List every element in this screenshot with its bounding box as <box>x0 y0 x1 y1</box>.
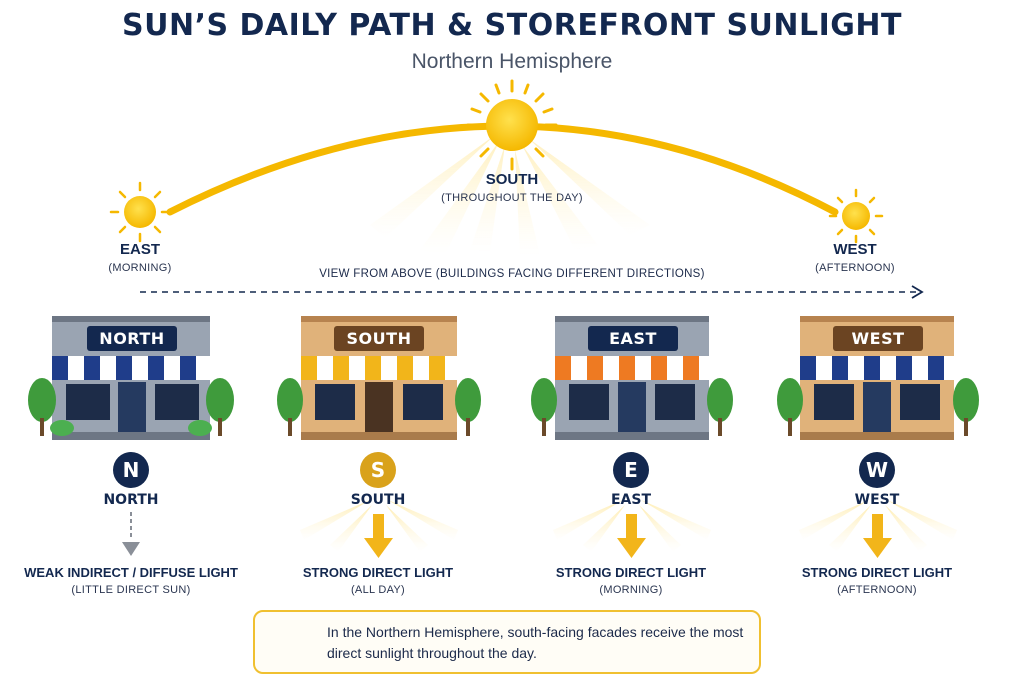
light-sub-east: (MORNING) <box>599 584 663 596</box>
page-title: SUN’S DAILY PATH & STOREFRONT SUNLIGHT <box>122 8 902 43</box>
sign-west <box>833 326 923 351</box>
light-label-north: WEAK INDIRECT / DIFFUSE LIGHT <box>24 565 238 580</box>
sign-label-east: EAST <box>609 329 657 348</box>
awning-west <box>800 356 954 380</box>
east-sun-icon <box>109 181 171 243</box>
awning-east <box>555 356 709 380</box>
tree-icon <box>777 378 803 422</box>
storefront-south <box>277 316 481 440</box>
tree-icon <box>953 378 979 422</box>
arrow-north-icon <box>122 512 140 556</box>
direction-label-north: NORTH <box>103 492 159 508</box>
sun-sub-west: (AFTERNOON) <box>815 262 895 274</box>
badge-circle-north <box>113 452 149 488</box>
badge-east: E <box>624 458 638 482</box>
tree-icon <box>206 378 234 422</box>
light-sub-south: (ALL DAY) <box>350 584 406 596</box>
tree-icon <box>277 378 303 422</box>
direction-label-east: EAST <box>610 492 652 508</box>
storefront-west <box>777 316 979 440</box>
badge-south: S <box>370 458 386 482</box>
sun-label-west: WEST <box>833 241 877 258</box>
tree-icon <box>28 378 56 422</box>
sign-east <box>588 326 678 351</box>
sign-south <box>334 326 424 351</box>
info-callout: In the Northern Hemisphere, south-facing… <box>253 610 761 674</box>
west-sun-icon <box>828 188 884 244</box>
noon-sun-beams <box>370 135 650 255</box>
sign-label-west: WEST <box>851 329 905 348</box>
sign-north <box>87 326 177 351</box>
awning-north <box>52 356 210 380</box>
sign-label-south: SOUTH <box>346 329 412 348</box>
noon-sun-icon <box>466 79 558 171</box>
badge-circle-south <box>360 452 396 488</box>
arrow-south-icon <box>364 514 393 558</box>
sun-path-diagram <box>109 79 924 299</box>
light-label-south: STRONG DIRECT LIGHT <box>302 565 454 580</box>
direction-label-west: WEST <box>854 492 900 508</box>
storefront-east <box>531 316 733 440</box>
sun-label-south: SOUTH <box>485 171 539 188</box>
sign-label-north: NORTH <box>99 329 165 348</box>
callout-text: In the Northern Hemisphere, south-facing… <box>327 624 744 661</box>
awning-south <box>301 356 457 380</box>
badge-north: N <box>122 458 140 482</box>
light-sub-north: (LITTLE DIRECT SUN) <box>71 584 191 596</box>
badge-circle-west <box>859 452 895 488</box>
light-sub-west: (AFTERNOON) <box>837 584 917 596</box>
page-subtitle: Northern Hemisphere <box>411 50 613 73</box>
arrow-east-icon <box>617 514 646 558</box>
tree-icon <box>455 378 481 422</box>
sun-sub-south: (THROUGHOUT THE DAY) <box>441 192 583 204</box>
view-from-above-label: VIEW FROM ABOVE (BUILDINGS FACING DIFFER… <box>319 268 705 280</box>
storefront-north <box>28 316 234 440</box>
light-label-west: STRONG DIRECT LIGHT <box>801 565 953 580</box>
badge-west: W <box>865 458 889 482</box>
direction-label-south: SOUTH <box>350 492 406 508</box>
beams-west <box>799 500 957 552</box>
beams-east <box>553 500 711 552</box>
beams-south <box>300 500 458 552</box>
light-label-east: STRONG DIRECT LIGHT <box>555 565 707 580</box>
sun-label-east: EAST <box>119 241 160 258</box>
view-arrow-head <box>911 285 924 299</box>
sun-sub-east: (MORNING) <box>108 262 172 274</box>
arrow-west-icon <box>863 514 892 558</box>
tree-icon <box>531 378 557 422</box>
tree-icon <box>707 378 733 422</box>
badge-circle-east <box>613 452 649 488</box>
